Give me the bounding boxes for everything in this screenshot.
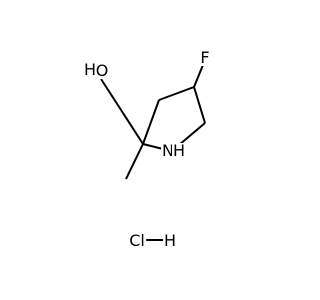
bond-layer [100, 64, 206, 241]
bond-c5-nitrogen [178, 122, 206, 146]
bond-c2-methyl [125, 143, 144, 180]
atom-oxygen: O [94, 61, 110, 80]
bond-c3-c4 [158, 86, 195, 101]
atom-hydrogen-amine: H [171, 141, 187, 160]
bond-oxygen-methylene [100, 78, 124, 114]
atom-hydrogen-hydroxyl: H [82, 60, 98, 79]
bond-c4-fluorine [193, 64, 204, 88]
bond-c4-c5 [193, 86, 206, 124]
bond-methylene-c2 [122, 112, 144, 145]
structure-diagram: H O F N H Cl H [82, 48, 211, 250]
bond-c2-c3 [142, 99, 160, 145]
atom-hydrogen-salt: H [162, 231, 178, 250]
atom-fluorine: F [199, 48, 211, 67]
atom-chlorine: Cl [128, 231, 146, 250]
atom-nitrogen: N [161, 141, 175, 160]
